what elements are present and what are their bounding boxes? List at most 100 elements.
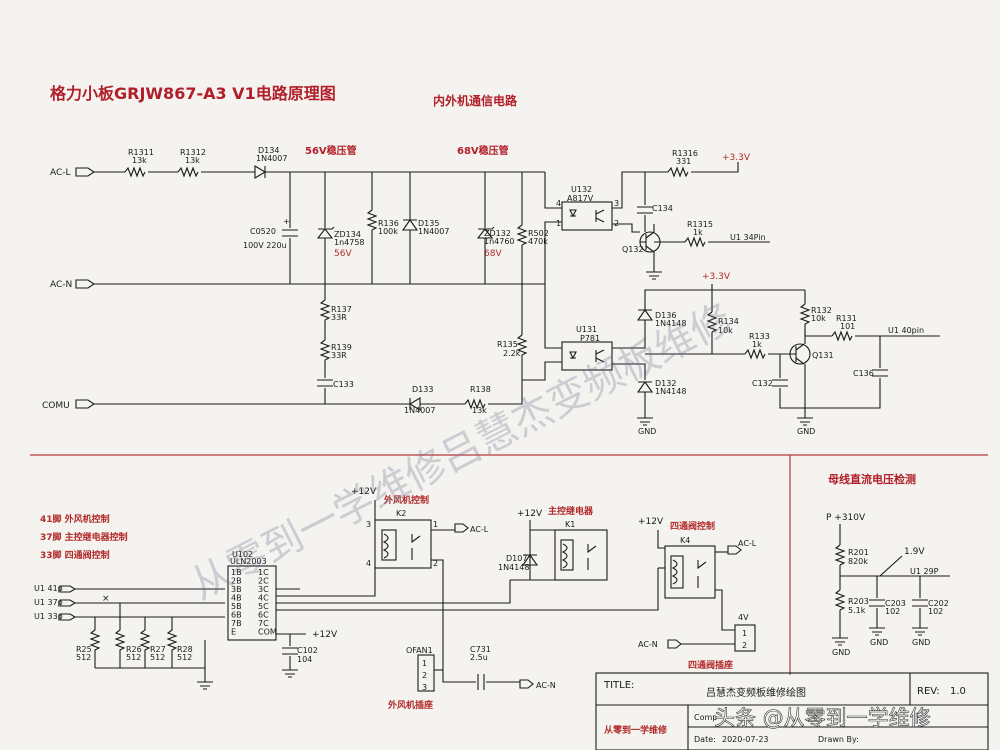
relay-k2: K2 3 4 1 2 [366,509,438,569]
uln-pin-left: 6B [231,611,242,620]
svg-text:头条 @从零到一学维修: 头条 @从零到一学维修 [714,706,931,730]
svg-text:512: 512 [76,653,91,662]
svg-text:R133: R133 [749,332,770,341]
svg-text:A817V: A817V [567,194,594,203]
port-u1-33p: U1 33p [34,612,77,621]
resistor-r137: R137 33R [319,299,352,322]
resistor-r502: R502 470k [516,224,549,246]
svg-text:Q131: Q131 [812,351,834,360]
supply-12v-k1: +12V [517,509,543,519]
uln-pin-right: COM [258,628,277,637]
capacitor-c133: C133 [317,379,354,389]
svg-text:U1 33p: U1 33p [34,612,63,621]
diode-d133: D133 1N4007 [404,385,435,415]
svg-text:56V: 56V [334,249,352,259]
svg-text:512: 512 [177,653,192,662]
port-u1-37p: U1 37p [34,598,77,607]
uln-pin-right: 1C [258,568,269,577]
svg-text:Date:: Date: [694,735,716,744]
valve-voltage: 4V [738,613,749,622]
svg-text:102: 102 [928,607,943,616]
overlay-caption: 头条 @从零到一学维修 [714,706,931,731]
svg-text:3: 3 [422,683,427,692]
supply-12v-k2: +12V [351,487,377,497]
capacitor-c132: C132 [752,379,788,388]
svg-text:C202: C202 [928,599,949,608]
svg-text:K4: K4 [680,536,690,545]
capacitor-c136: C136 [853,369,888,378]
svg-text:K1: K1 [565,520,575,529]
resistor-r27: R27 512 [139,617,166,668]
svg-text:331: 331 [676,157,691,166]
k2-ac-l: AC-L [470,525,489,534]
port-comu: COMU [42,399,95,411]
svg-text:2: 2 [742,641,747,650]
capacitor-c202: C202 102 [912,599,949,616]
page-title: 格力小板GRJW867-A3 V1电路原理图 [50,84,336,103]
relay-k4: K4 [664,536,716,599]
svg-text:R27: R27 [150,645,166,654]
svg-text:3: 3 [366,520,371,529]
resistor-r28: R28 512 [166,617,193,668]
svg-text:1: 1 [742,629,747,638]
svg-text:C102: C102 [297,646,318,655]
pin41-note: 41脚 外风机控制 [40,513,110,525]
svg-text:R28: R28 [177,645,193,654]
svg-text:Comp: Comp [694,713,717,722]
svg-text:+: + [283,217,290,226]
uln-pin-left: 2B [231,577,242,586]
capacitor-c731: C731 2.5u [470,645,491,690]
svg-text:4: 4 [366,559,371,568]
svg-text:1N4148: 1N4148 [655,319,686,328]
svg-text:C203: C203 [885,599,906,608]
resistor-r131: R131 101 [831,314,857,341]
resistor-r201: R201 820k [834,544,869,566]
svg-text:C136: C136 [853,369,874,378]
resistor-r133: R133 1k [744,332,770,359]
svg-text:U1 41p: U1 41p [34,584,63,593]
svg-text:2.5u: 2.5u [470,653,488,662]
svg-text:D136: D136 [655,311,676,320]
svg-text:1n4758: 1n4758 [334,238,365,247]
svg-text:U1 37p: U1 37p [34,598,63,607]
supply-12v-k4: +12V [638,517,664,527]
uln-pin-left: E [231,628,236,637]
svg-text:1: 1 [433,520,438,529]
svg-text:吕慧杰变频板维修绘图: 吕慧杰变频板维修绘图 [706,686,806,699]
fan-socket-label: 外风机插座 [387,699,433,711]
gnd-label-4: GND [870,638,888,647]
main-relay-label: 主控继电器 [548,505,594,517]
svg-text:101: 101 [840,322,855,331]
uln-pin-left: 1B [231,568,242,577]
gnd-label-3: GND [832,648,850,657]
svg-text:D133: D133 [412,385,433,394]
svg-text:13k: 13k [132,156,147,165]
uln-pin-right: 5C [258,602,269,611]
uln-pin-left: 3B [231,585,242,594]
uln-pin-right: 3C [258,585,269,594]
svg-text:P781: P781 [580,334,600,343]
svg-text:1k: 1k [693,228,703,237]
svg-text:1k: 1k [752,340,762,349]
svg-text:D134: D134 [258,146,279,155]
pin37-note: 37脚 主控继电器控制 [40,531,128,543]
port-ac-l: AC-L [50,167,95,178]
svg-text:10k: 10k [718,326,733,335]
diode-d134: D134 1N4007 [254,146,287,179]
port-u1-29p: U1 29P [910,567,939,576]
svg-text:100k: 100k [378,227,398,236]
svg-text:D135: D135 [418,219,439,228]
svg-text:U102: U102 [232,550,253,559]
section-bus-title: 母线直流电压检测 [828,472,916,486]
gnd-label-1: GND [638,427,656,436]
resistor-r1312: R1312 13k [177,148,206,177]
capacitor-c0520: + C0520 100V 220u [243,217,298,250]
svg-text:1N4148: 1N4148 [655,387,686,396]
resistor-r134: R134 10k [706,311,739,335]
svg-text:R137: R137 [331,305,352,314]
svg-text:R1316: R1316 [672,149,698,158]
svg-text:×: × [102,594,110,604]
svg-text:10k: 10k [811,314,826,323]
valve-control-label: 四通阀控制 [670,520,715,532]
port-u1-40pin: U1 40pin [888,326,924,335]
